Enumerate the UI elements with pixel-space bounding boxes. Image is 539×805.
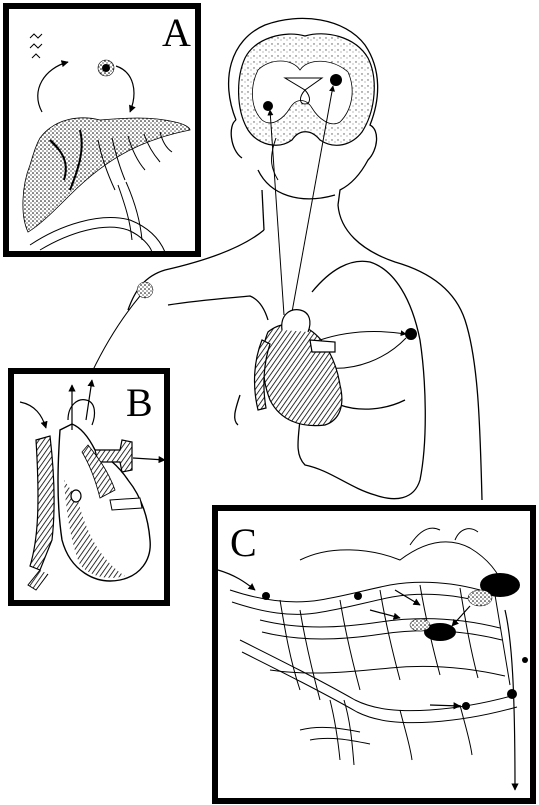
panel-c-label: C <box>230 520 257 565</box>
heart-center <box>255 310 342 426</box>
left-ear <box>231 120 242 158</box>
pulmonary-artery <box>310 340 335 352</box>
lung-lower-lobe <box>340 400 405 409</box>
aorta-arch <box>282 310 310 332</box>
heart-body <box>263 324 342 425</box>
panel-c: C <box>215 508 533 801</box>
neck-shoulder-right <box>338 205 482 500</box>
lung-metastasis <box>405 328 417 340</box>
panel-a-label: A <box>162 10 191 55</box>
brain-metastasis-left <box>263 101 273 111</box>
torso-left <box>235 395 240 425</box>
arm-left-inner <box>168 296 268 320</box>
chin-line <box>258 170 335 199</box>
shoulder-link-line <box>92 296 140 372</box>
panel-b-label: B <box>126 380 153 425</box>
panel-b: B <box>11 371 167 603</box>
brain-metastasis-right <box>330 74 342 86</box>
panel-b-circle <box>71 490 81 502</box>
neck-left <box>262 190 264 230</box>
panel-a: A <box>6 6 198 254</box>
shoulder-metastasis <box>137 282 153 298</box>
panel-b-branch <box>110 498 142 510</box>
brain <box>239 34 375 145</box>
